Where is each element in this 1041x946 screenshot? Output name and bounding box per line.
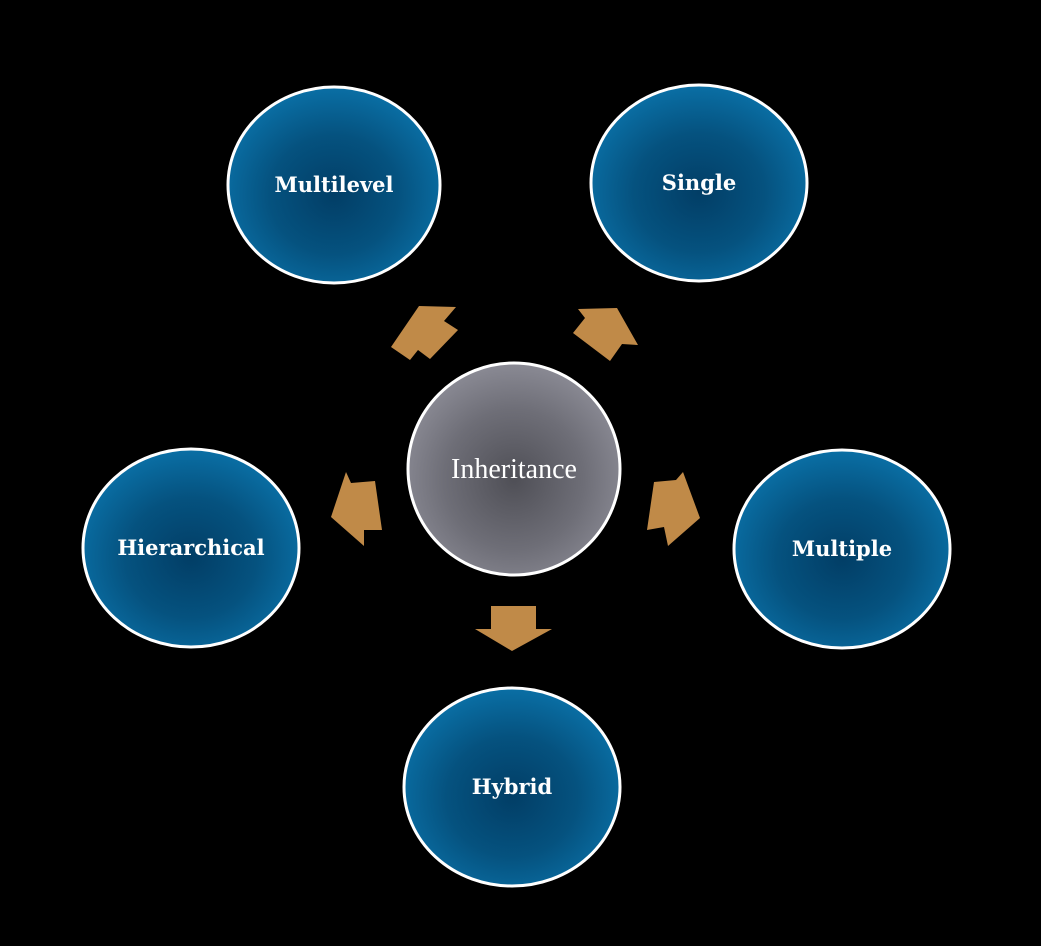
center-label: Inheritance [451,454,577,485]
arrow-to-hybrid [475,606,552,651]
center-node: Inheritance [406,361,622,577]
arrow-to-single [573,308,638,361]
arrow-to-multilevel [391,306,458,360]
node-single: Single [589,83,809,283]
arrow-to-multiple [647,472,700,546]
node-label-hierarchical: Hierarchical [117,535,264,560]
node-label-single: Single [662,170,736,195]
node-label-hybrid: Hybrid [472,774,553,799]
node-multilevel: Multilevel [226,85,442,285]
node-multiple: Multiple [732,448,952,650]
node-hierarchical: Hierarchical [81,447,301,649]
node-hybrid: Hybrid [402,686,622,888]
node-label-multiple: Multiple [792,536,892,561]
node-label-multilevel: Multilevel [274,172,393,197]
arrow-to-hierarchical [331,472,382,546]
